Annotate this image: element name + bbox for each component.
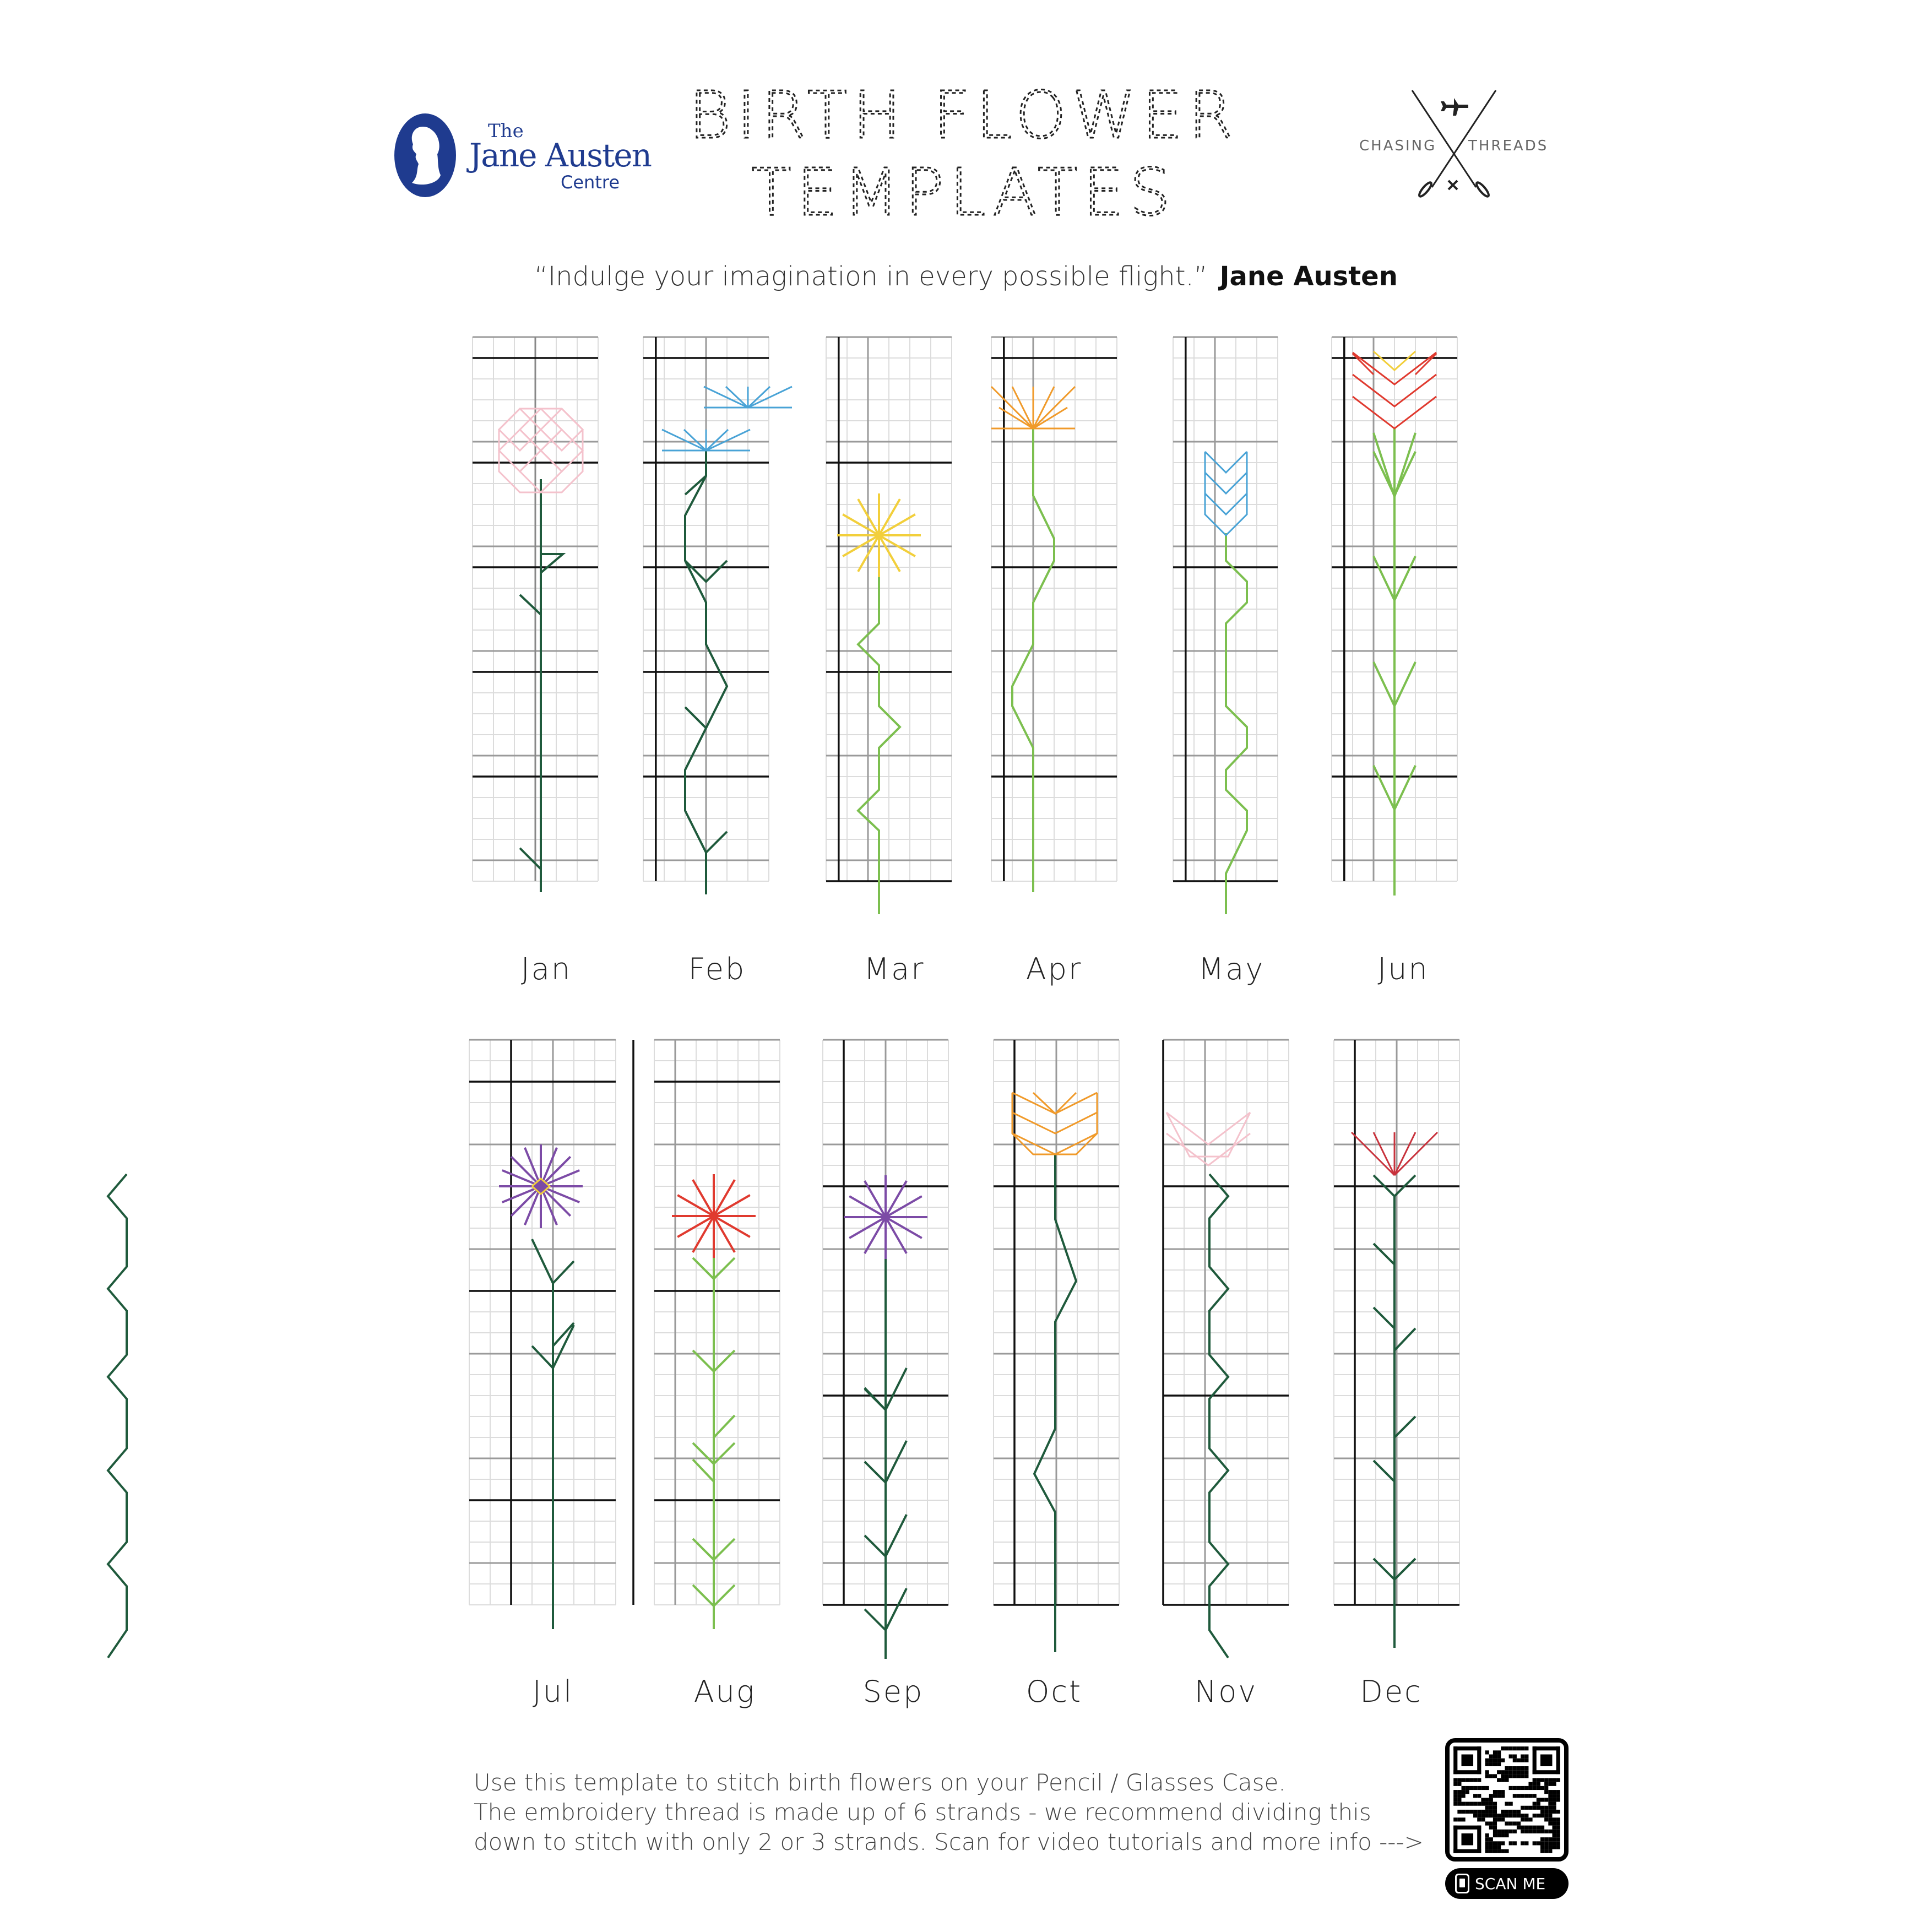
logo-jane-austen: Jane Austen bbox=[469, 137, 652, 174]
month-label-nov: Nov bbox=[1194, 1674, 1258, 1709]
scan-me-label: SCAN ME bbox=[1475, 1874, 1546, 1893]
month-label-oct: Oct bbox=[1025, 1674, 1083, 1709]
mar-flower bbox=[837, 493, 921, 914]
template-panel bbox=[643, 336, 769, 882]
quote-author: Jane Austen bbox=[1219, 261, 1398, 292]
month-label-mar: Mar bbox=[864, 952, 925, 986]
month-label-may: May bbox=[1198, 952, 1265, 986]
month-label-jul: Jul bbox=[532, 1674, 574, 1709]
chasing-threads-logo: CHASING THREADS bbox=[1355, 83, 1553, 209]
month-label-sep: Sep bbox=[862, 1674, 924, 1709]
jane-austen-centre-logo: The Jane Austen Centre bbox=[391, 110, 652, 204]
silhouette-cameo-icon bbox=[394, 113, 456, 197]
template-panel bbox=[469, 1039, 616, 1605]
jan-flower bbox=[497, 408, 584, 892]
month-label-apr: Apr bbox=[1025, 952, 1083, 986]
instruction-line: down to stitch with only 2 or 3 strands.… bbox=[474, 1828, 1424, 1855]
month-label-jun: Jun bbox=[1377, 952, 1429, 986]
crossed-needles-icon bbox=[1411, 90, 1497, 198]
apr-flower bbox=[990, 386, 1076, 892]
jun-flower bbox=[1352, 350, 1437, 896]
template-panel bbox=[1173, 336, 1278, 882]
template-panel bbox=[991, 336, 1117, 882]
month-label-jan: Jan bbox=[520, 952, 572, 986]
instruction-line: Use this template to stitch birth flower… bbox=[474, 1769, 1286, 1796]
template-panel bbox=[632, 1039, 780, 1605]
template-panel bbox=[1162, 1039, 1289, 1606]
nov-flower bbox=[106, 1111, 1251, 1659]
logo-the: The bbox=[488, 120, 524, 142]
month-label-aug: Aug bbox=[693, 1674, 756, 1709]
month-label-dec: Dec bbox=[1360, 1674, 1423, 1709]
template-panel bbox=[826, 336, 952, 882]
logo-centre: Centre bbox=[561, 172, 620, 193]
oct-flower bbox=[1011, 1092, 1098, 1652]
qr-code-icon bbox=[1453, 1746, 1560, 1853]
title-line-2: TEMPLATES bbox=[751, 154, 1176, 226]
dec-flower bbox=[1350, 1131, 1439, 1648]
title-line-1: BIRTH FLOWER bbox=[688, 77, 1239, 153]
instructions: Use this template to stitch birth flower… bbox=[474, 1768, 1424, 1857]
quote: “Indulge your imagination in every possi… bbox=[0, 261, 1932, 292]
page-title: BIRTH FLOWER TEMPLATES bbox=[688, 77, 1239, 231]
logo-threads: THREADS bbox=[1468, 138, 1549, 154]
scan-me-badge[interactable]: SCAN ME bbox=[1445, 1868, 1569, 1899]
feb-flower bbox=[661, 386, 793, 894]
logo-chasing: CHASING bbox=[1359, 138, 1437, 154]
quote-text: “Indulge your imagination in every possi… bbox=[534, 261, 1208, 292]
month-label-feb: Feb bbox=[688, 952, 746, 986]
jul-flower bbox=[499, 1144, 583, 1629]
qr-code[interactable] bbox=[1445, 1738, 1569, 1862]
template-panel bbox=[1333, 1039, 1460, 1606]
phone-icon bbox=[1455, 1874, 1469, 1893]
aug-flower bbox=[672, 1174, 756, 1629]
may-flower bbox=[1204, 451, 1248, 914]
sep-flower bbox=[844, 1175, 927, 1659]
instruction-line: The embroidery thread is made up of 6 st… bbox=[474, 1799, 1371, 1826]
